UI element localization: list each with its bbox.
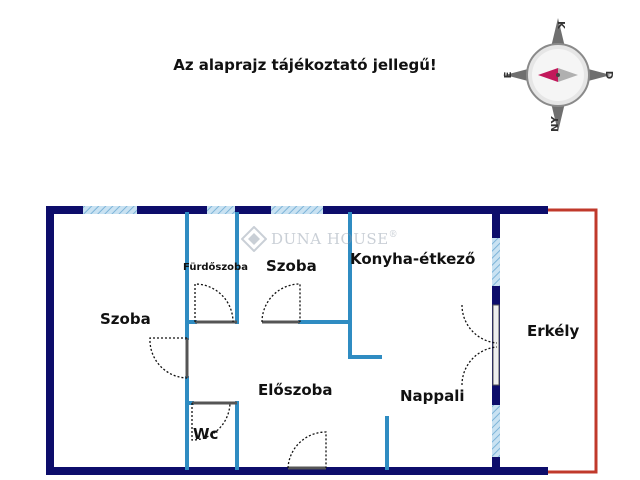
windows-right (492, 238, 500, 457)
room-label-nappali: Nappali (400, 387, 465, 405)
windows-top (83, 206, 323, 214)
compass-south: NY (550, 115, 561, 131)
door-panels (185, 320, 326, 470)
compass-east: D (603, 71, 613, 79)
room-label-szoba-mid: Szoba (266, 257, 317, 275)
brand-name: DUNA HOUSE® (271, 230, 399, 248)
balcony-door-frame (492, 304, 500, 386)
room-label-furdoszoba: Fürdőszoba (183, 262, 248, 273)
compass-north: K (555, 21, 566, 30)
room-label-wc: Wc (193, 425, 219, 443)
compass-west: É (503, 71, 514, 78)
inner-walls (185, 212, 389, 470)
brand-logo-icon (241, 226, 267, 252)
door-swings (149, 283, 498, 469)
brand-watermark: DUNA HOUSE® (241, 224, 411, 254)
compass-icon: K D NY É (503, 18, 613, 132)
room-label-erkely: Erkély (527, 322, 580, 340)
room-label-eloszoba: Előszoba (258, 381, 333, 399)
balcony-outline (540, 208, 598, 474)
room-label-konyha: Konyha-étkező (350, 250, 476, 268)
room-label-szoba-left: Szoba (100, 310, 151, 328)
disclaimer-text: Az alaprajz tájékoztató jellegű! (173, 56, 437, 74)
